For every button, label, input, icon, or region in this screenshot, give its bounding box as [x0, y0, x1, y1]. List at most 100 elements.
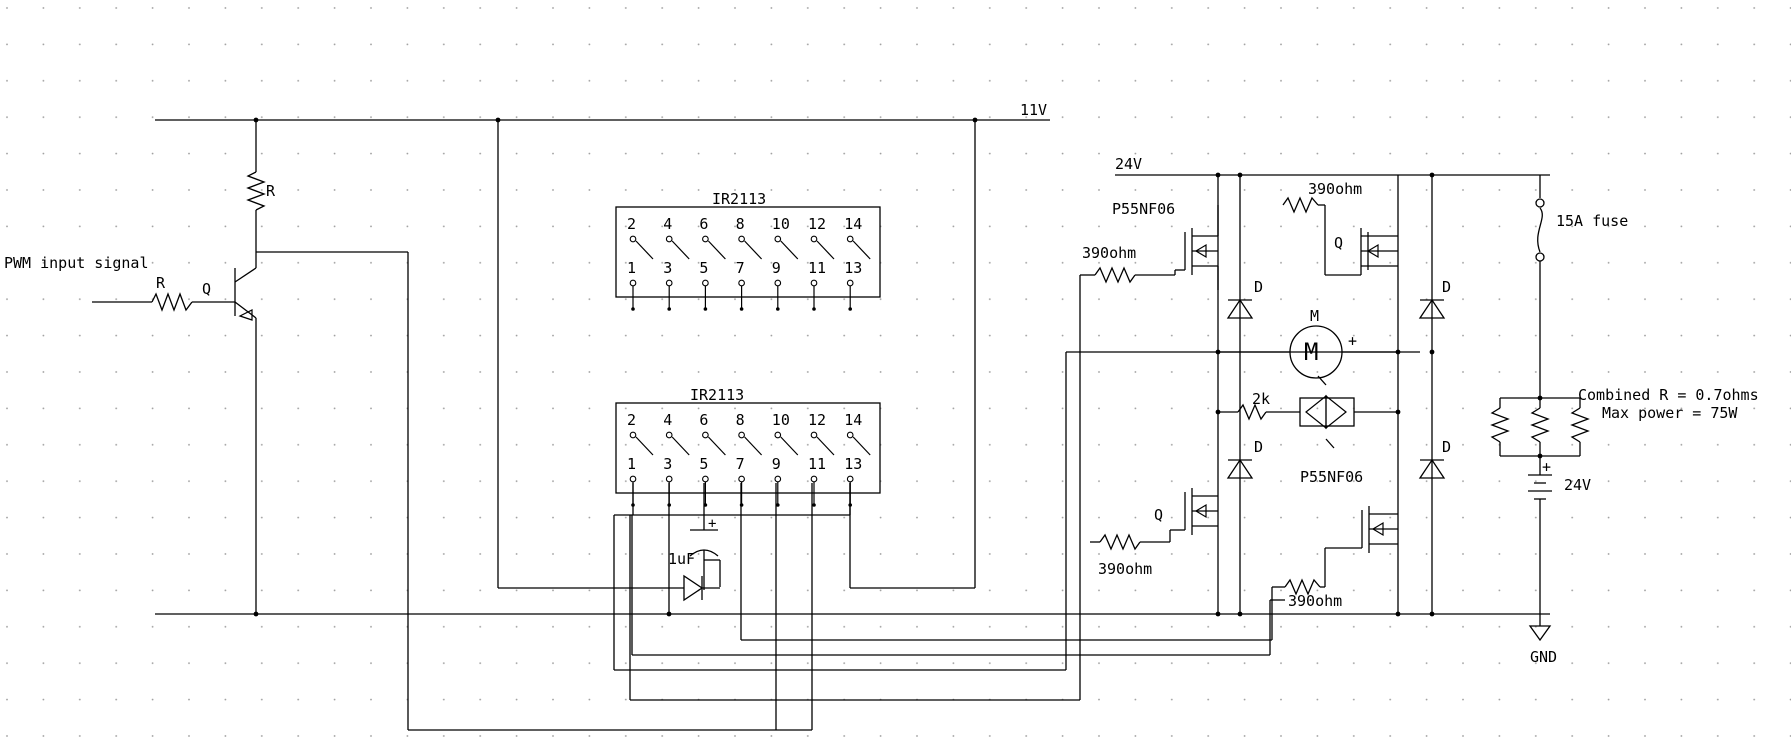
- transistor-arrow: [238, 309, 253, 321]
- label-bat: 24V: [1564, 476, 1591, 494]
- ic-pin-number-top: 12: [808, 411, 826, 429]
- ic-pin-contact: [774, 431, 782, 439]
- ic-pin-number-bottom: 7: [736, 259, 745, 277]
- ic-switch-lever: [816, 436, 835, 456]
- label-cap: 1uF: [668, 550, 695, 568]
- label-r-tl: 390ohm: [1082, 244, 1136, 262]
- led-indicator: [1218, 375, 1398, 449]
- ic-pin-contact: [810, 279, 818, 287]
- mosfet-bottom-right: [1272, 506, 1398, 596]
- ic-pin-number-bottom: 5: [699, 259, 708, 277]
- diode-top-right: [1418, 298, 1446, 319]
- ic-pin-end: [667, 307, 671, 311]
- label-gnd: GND: [1530, 648, 1557, 666]
- ic-pin-contact: [774, 279, 782, 287]
- ic-pin-number-top: 10: [772, 215, 790, 233]
- mosfet-top-right: [1282, 196, 1398, 276]
- ic-pin-number-bottom: 1: [627, 455, 636, 473]
- ic-pin-number-top: 14: [844, 215, 862, 233]
- label-24v: 24V: [1115, 155, 1142, 173]
- junctions: [253, 117, 1543, 617]
- label-r-in: R: [156, 274, 166, 292]
- ic-pin-number-bottom: 13: [844, 455, 862, 473]
- ic-switch-lever: [635, 436, 654, 456]
- ic-pin-end: [776, 503, 780, 507]
- ic-switch-lever: [744, 240, 763, 260]
- resistor-r-in: [151, 292, 193, 312]
- label-bat-plus: +: [1542, 458, 1551, 476]
- label-r-top: R: [266, 182, 276, 200]
- motor: [1218, 325, 1398, 379]
- ic-pin-end: [739, 307, 744, 311]
- ic-pin-contact: [846, 431, 854, 439]
- ic-pin-contact: [774, 475, 782, 483]
- resistor-r-top: [246, 171, 266, 211]
- label-motor-symbol: M: [1304, 338, 1318, 366]
- ic-pin-number-top: 14: [844, 411, 862, 429]
- ic-pin-contact: [774, 235, 782, 243]
- ic-pin-contact: [846, 279, 854, 287]
- ic-pin-number-top: 8: [736, 215, 745, 233]
- mosfet-bottom-left: [1090, 488, 1218, 551]
- ic-pin-number-top: 6: [699, 215, 708, 233]
- diode-top-left: [1226, 298, 1254, 319]
- ic-pin-number-bottom: 3: [663, 259, 672, 277]
- ic-pin-number-bottom: 1: [627, 259, 636, 277]
- ic-pin-contact: [665, 279, 673, 287]
- label-r-tr: 390ohm: [1308, 180, 1362, 198]
- ic-pin-contact: [846, 475, 854, 483]
- ic-pin-contact: [702, 475, 709, 483]
- label-ic-top: IR2113: [712, 190, 766, 208]
- diode-bottom-right: [1418, 458, 1446, 479]
- label-load-r: Combined R = 0.7ohms: [1578, 386, 1759, 404]
- ic-pin-contact: [665, 431, 673, 439]
- ic-switch-lever: [780, 240, 799, 260]
- ic-pin-contact: [738, 235, 745, 243]
- ic-pin-contact: [810, 431, 818, 439]
- ic-pin-contact: [665, 475, 673, 483]
- ic-pin-number-bottom: 3: [663, 455, 672, 473]
- ic-pin-contact: [702, 235, 709, 243]
- diode-bottom-left: [1226, 458, 1254, 479]
- ic-switch-lever: [744, 436, 763, 456]
- ic-switch-lever: [671, 436, 690, 456]
- ic-pin-contact: [810, 475, 818, 483]
- ic-pin-contact: [738, 279, 745, 287]
- label-diode-bl: D: [1254, 438, 1263, 456]
- label-mosfet-tr: Q: [1334, 234, 1343, 252]
- ic-pin-contact: [629, 475, 637, 483]
- label-r-br: 390ohm: [1288, 592, 1342, 610]
- label-11v: 11V: [1020, 101, 1047, 119]
- mosfet-top-left: [1094, 205, 1219, 290]
- ic-pin-number-bottom: 9: [772, 259, 781, 277]
- label-mosfet-bl: Q: [1154, 506, 1163, 524]
- label-load-p: Max power = 75W: [1602, 404, 1738, 422]
- ic-pin-number-top: 6: [699, 411, 708, 429]
- ic-pin-number-top: 12: [808, 215, 826, 233]
- ic-pin-end: [848, 307, 852, 311]
- ic-pin-number-top: 2: [627, 411, 636, 429]
- label-q-in: Q: [202, 280, 211, 298]
- ic-switch-lever: [707, 240, 726, 260]
- ic-switch-lever: [852, 436, 871, 456]
- label-mosfet-br: P55NF06: [1300, 468, 1363, 486]
- driver-wiring: [408, 274, 1420, 731]
- label-motor-plus: +: [1348, 332, 1357, 350]
- wiring-11v: [497, 120, 976, 589]
- ic-pin-end: [631, 307, 635, 311]
- ic-pin-contact: [702, 279, 709, 287]
- ic-pin-contact: [846, 235, 854, 243]
- ic-switch-lever: [671, 240, 690, 260]
- ic-pin-contact: [665, 235, 673, 243]
- ic-pin-number-top: 4: [663, 215, 672, 233]
- label-pwm: PWM input signal: [4, 254, 149, 272]
- label-fuse: 15A fuse: [1556, 212, 1628, 230]
- ic-pin-end: [776, 307, 780, 311]
- fuse: [1537, 207, 1543, 253]
- ic-pin-number-bottom: 7: [736, 455, 745, 473]
- ic-pin-end: [703, 307, 708, 311]
